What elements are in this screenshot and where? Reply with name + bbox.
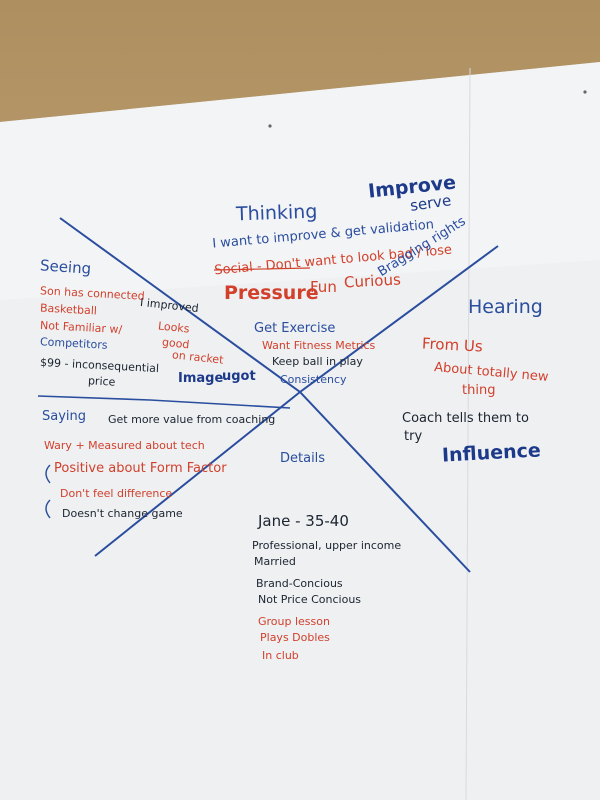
saying-worry: Wary + Measured about tech bbox=[44, 439, 205, 452]
divider-line-c bbox=[37, 395, 291, 409]
details-label: Details bbox=[280, 451, 326, 466]
ugot-text: ugot bbox=[222, 369, 256, 384]
pressure-text: Pressure bbox=[224, 282, 319, 304]
whiteboard-shade bbox=[0, 62, 600, 300]
influence-text: Influence bbox=[441, 439, 542, 467]
center-item: Consistency bbox=[280, 373, 347, 386]
saying-value: Get more value from coaching bbox=[108, 413, 276, 426]
thinking-title: Thinking bbox=[235, 200, 318, 226]
image-text: Image bbox=[178, 371, 224, 386]
saying-positive: Positive about Form Factor bbox=[54, 461, 227, 476]
details-red-item: In club bbox=[262, 649, 299, 662]
arrow-mark bbox=[45, 499, 51, 519]
details-red-item: Group lesson bbox=[258, 615, 330, 628]
center-item: Keep ball in play bbox=[272, 355, 363, 368]
details-item: Brand-Concious bbox=[256, 577, 343, 590]
seeing-item: Basketball bbox=[39, 301, 98, 318]
thinking-underline bbox=[213, 267, 311, 271]
fun-text: Fun bbox=[310, 278, 337, 296]
divider-line-b bbox=[94, 245, 499, 557]
hearing-title: Hearing bbox=[468, 296, 543, 318]
seeing-item: Competitors bbox=[39, 335, 108, 352]
screw bbox=[268, 124, 272, 128]
curious-text: Curious bbox=[343, 270, 402, 292]
seeing-right-item: Looks bbox=[157, 319, 191, 336]
seeing-title: Seeing bbox=[39, 256, 92, 278]
details-red-item: Plays Dobles bbox=[260, 631, 330, 644]
panel-seam bbox=[465, 67, 471, 800]
from-us-text: From Us bbox=[421, 334, 484, 356]
persona-name: Jane - 35-40 bbox=[258, 512, 349, 530]
about-text-2: thing bbox=[462, 383, 496, 398]
arrow-mark bbox=[45, 464, 51, 484]
saying-doesnt-change: Doesn't change game bbox=[62, 507, 183, 520]
details-item: Professional, upper income bbox=[252, 539, 402, 552]
details-item: Not Price Concious bbox=[258, 593, 362, 606]
screw bbox=[583, 90, 587, 94]
center-item: Want Fitness Metrics bbox=[262, 339, 376, 352]
details-item: Married bbox=[254, 555, 296, 568]
saying-dont-feel: Don't feel difference bbox=[60, 487, 173, 500]
center-item: Get Exercise bbox=[254, 321, 336, 336]
saying-title: Saying bbox=[42, 409, 87, 424]
coach-text-1: Coach tells them to bbox=[402, 411, 529, 426]
coach-text-2: try bbox=[404, 429, 423, 444]
seeing-item: price bbox=[87, 374, 116, 389]
